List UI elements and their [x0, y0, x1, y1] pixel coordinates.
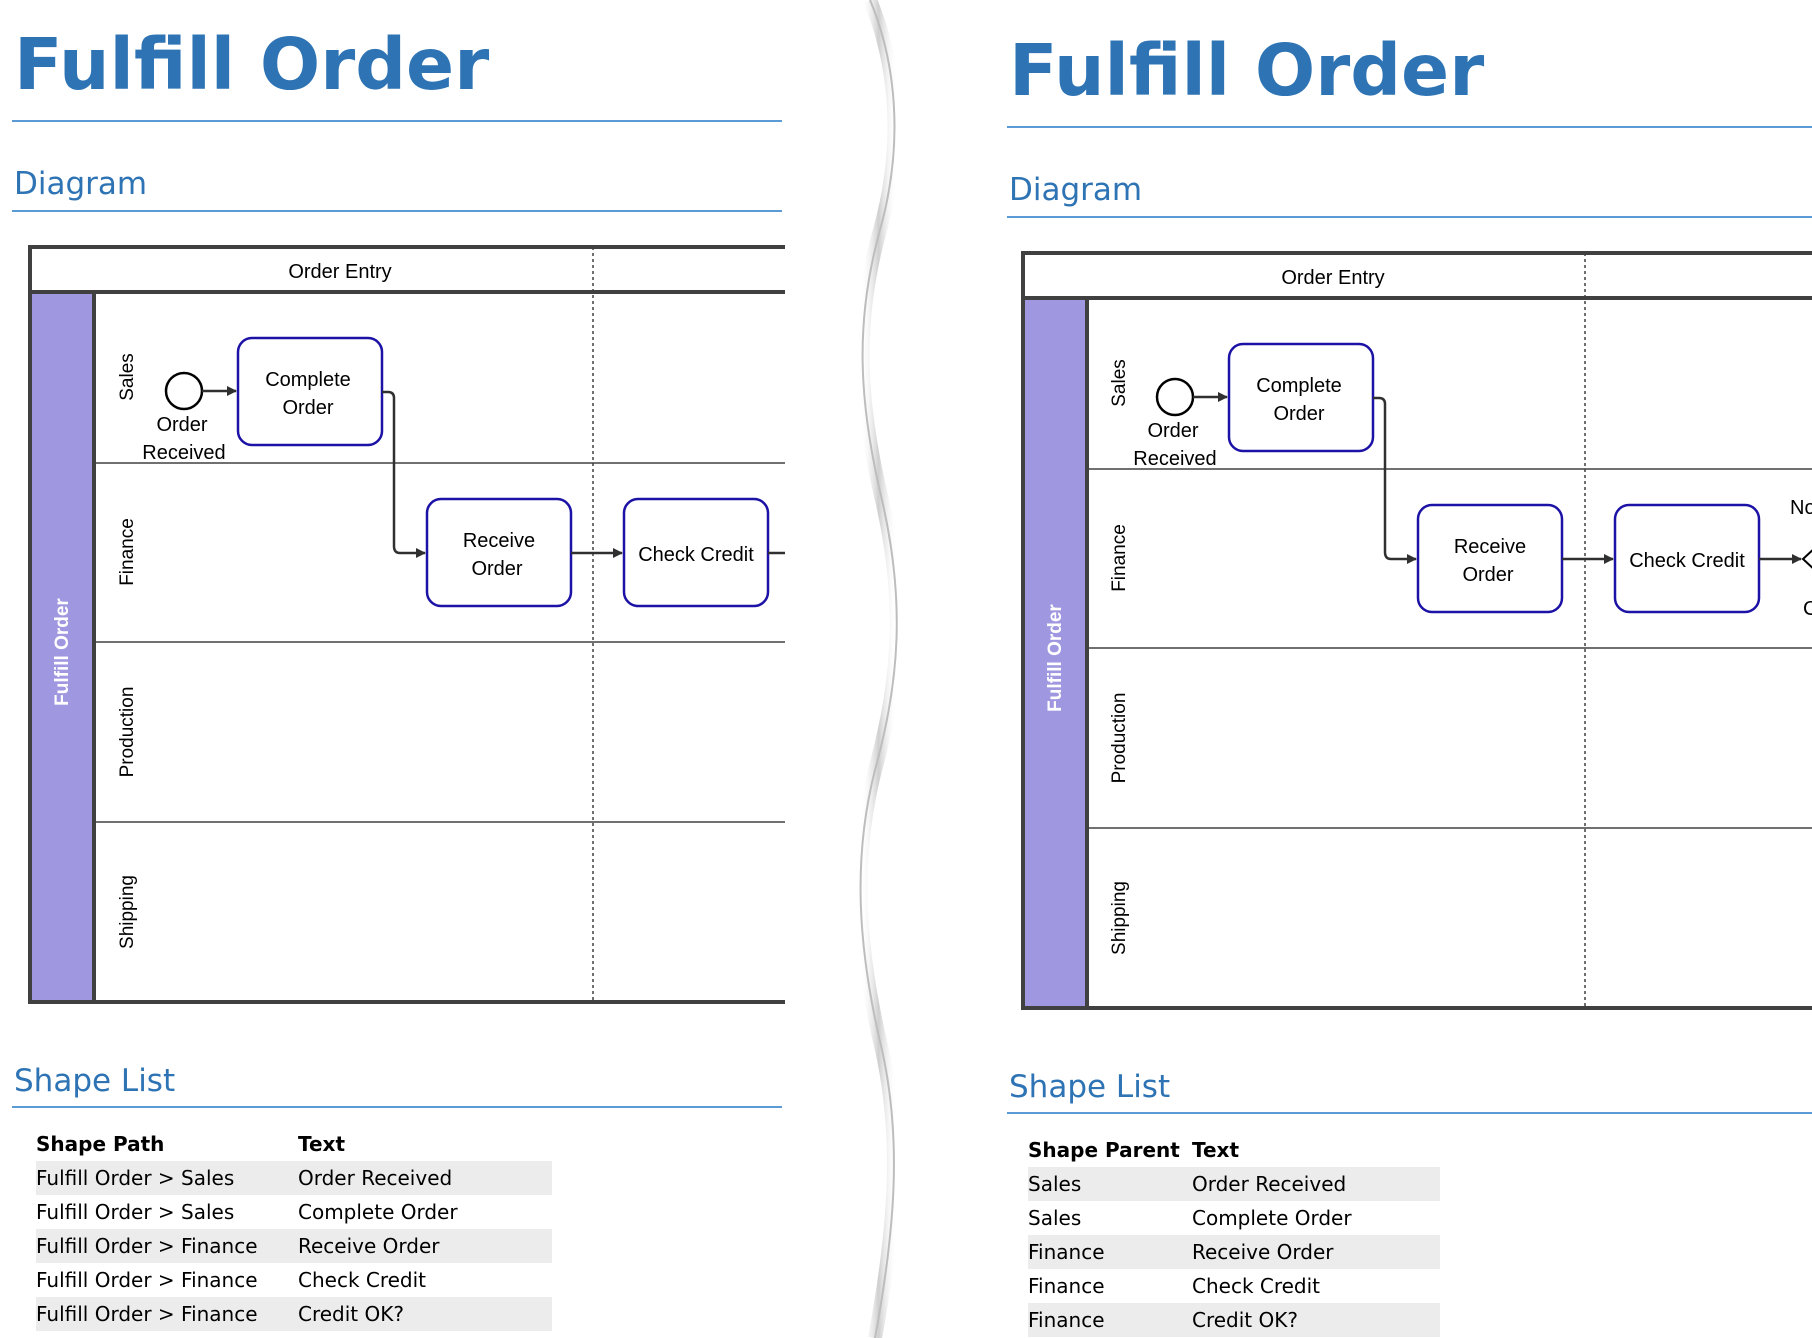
- header-text: Text: [298, 1132, 346, 1156]
- task-complete-order-line2: Order: [1273, 403, 1324, 425]
- task-complete-order-line1: Complete: [1256, 375, 1342, 397]
- pool-frame: [1021, 296, 1812, 1010]
- cell-text: Complete Order: [298, 1200, 458, 1224]
- cell-text: Complete Order: [1192, 1206, 1352, 1230]
- table-row: Fulfill Order > Finance Receive Order: [36, 1229, 552, 1263]
- task-receive-order-line1: Receive: [1454, 536, 1526, 558]
- lane-label-finance: Finance: [117, 518, 138, 586]
- swimlane-diagram: Order Entry Fulfill Order Sales Finance …: [995, 246, 1812, 1016]
- start-event-label-line2: Received: [1133, 448, 1216, 470]
- cell-shape-path: Fulfill Order > Sales: [36, 1200, 235, 1224]
- table-row: Finance Check Credit: [1028, 1269, 1440, 1303]
- start-event-order-received: [1155, 377, 1195, 417]
- diagram-heading-rule: [1007, 216, 1812, 218]
- page-title: Fulfill Order: [14, 23, 490, 106]
- task-receive-order: [425, 497, 573, 608]
- cell-text: Check Credit: [298, 1268, 427, 1292]
- table-row: Fulfill Order > Sales Complete Order: [36, 1195, 552, 1229]
- task-complete-order-line2: Order: [282, 397, 333, 419]
- table-header-row: Shape Parent Text: [1028, 1133, 1440, 1167]
- header-text: Text: [1192, 1138, 1240, 1162]
- left-page: Fulfill Order Diagram Order Entry Fulfil…: [0, 0, 785, 1338]
- cell-shape-path: Fulfill Order > Finance: [36, 1302, 258, 1326]
- pool-label: Fulfill Order: [1045, 604, 1066, 712]
- task-check-credit-label: Check Credit: [1629, 550, 1745, 572]
- diagram-heading: Diagram: [14, 166, 148, 202]
- task-receive-order-line2: Order: [1462, 564, 1513, 586]
- lane-label-production: Production: [117, 687, 138, 778]
- task-complete-order-line1: Complete: [265, 369, 351, 391]
- cell-text: Credit OK?: [298, 1302, 404, 1326]
- cell-text: Receive Order: [298, 1234, 440, 1258]
- cell-text: Order Received: [298, 1166, 453, 1190]
- cell-shape-path: Fulfill Order > Finance: [36, 1234, 258, 1258]
- table-row: Finance Receive Order: [1028, 1235, 1440, 1269]
- task-check-credit-label: Check Credit: [638, 544, 754, 566]
- cell-text: Credit OK?: [1192, 1308, 1298, 1332]
- task-receive-order-line2: Order: [471, 558, 522, 580]
- lane-label-production: Production: [1109, 693, 1130, 784]
- start-event-order-received: [164, 371, 204, 411]
- title-rule: [12, 120, 782, 122]
- cell-shape-parent: Sales: [1028, 1172, 1082, 1196]
- diagram-heading-rule: [12, 210, 782, 212]
- cell-text: Check Credit: [1192, 1274, 1321, 1298]
- task-receive-order: [1416, 503, 1564, 614]
- header-shape-path: Shape Path: [36, 1132, 165, 1156]
- table-row: Fulfill Order > Finance Check Credit: [36, 1263, 552, 1297]
- pool-frame: [28, 290, 785, 1004]
- phase-header: [28, 245, 785, 294]
- pool-band: [32, 294, 93, 1000]
- shape-list-heading-rule: [12, 1106, 782, 1108]
- shape-list-heading-rule: [1007, 1112, 1812, 1114]
- swimlane-diagram: Order Entry Fulfill Order Sales Finance …: [0, 240, 785, 1010]
- torn-page-divider: [853, 0, 904, 1338]
- lane-label-sales: Sales: [1109, 359, 1130, 407]
- right-page: Fulfill Order Diagram Order Entry Fulfil…: [995, 0, 1812, 1338]
- shape-list-heading: Shape List: [1009, 1069, 1171, 1105]
- cell-shape-parent: Finance: [1028, 1308, 1105, 1332]
- table-header-row: Shape Path Text: [36, 1127, 552, 1161]
- lane-label-sales: Sales: [117, 353, 138, 401]
- start-event-label-line1: Order: [1147, 420, 1198, 442]
- gateway-label-top: No: [1790, 497, 1812, 519]
- title-rule: [1007, 126, 1812, 128]
- task-complete-order: [1227, 342, 1375, 453]
- shape-list-table: Shape Path Text Fulfill Order > Sales Or…: [36, 1127, 552, 1331]
- cell-shape-parent: Finance: [1028, 1274, 1105, 1298]
- shape-list-table: Shape Parent Text Sales Order Received S…: [1028, 1133, 1440, 1337]
- diagram-heading: Diagram: [1009, 172, 1143, 208]
- phase-label: Order Entry: [288, 261, 391, 283]
- start-event-label-line1: Order: [156, 414, 207, 436]
- task-receive-order-line1: Receive: [463, 530, 535, 552]
- start-event-label-line2: Received: [142, 442, 225, 464]
- table-row: Fulfill Order > Finance Credit OK?: [36, 1297, 552, 1331]
- shape-list-heading: Shape List: [14, 1063, 176, 1099]
- lane-label-shipping: Shipping: [117, 875, 138, 949]
- phase-header: [1021, 251, 1812, 300]
- task-complete-order: [236, 336, 384, 447]
- cell-shape-path: Fulfill Order > Finance: [36, 1268, 258, 1292]
- header-shape-parent: Shape Parent: [1028, 1138, 1180, 1162]
- cell-shape-parent: Sales: [1028, 1206, 1082, 1230]
- phase-label: Order Entry: [1281, 267, 1384, 289]
- page-title: Fulfill Order: [1009, 29, 1485, 112]
- cell-shape-path: Fulfill Order > Sales: [36, 1166, 235, 1190]
- gateway-credit-ok: [1801, 549, 1812, 569]
- table-row: Fulfill Order > Sales Order Received: [36, 1161, 552, 1195]
- cell-text: Order Received: [1192, 1172, 1347, 1196]
- table-row: Finance Credit OK?: [1028, 1303, 1440, 1337]
- cell-text: Receive Order: [1192, 1240, 1334, 1264]
- table-row: Sales Complete Order: [1028, 1201, 1440, 1235]
- lane-label-finance: Finance: [1109, 524, 1130, 592]
- cell-shape-parent: Finance: [1028, 1240, 1105, 1264]
- gateway-label-bottom: C: [1803, 598, 1812, 620]
- pool-band: [1025, 300, 1086, 1006]
- lane-label-shipping: Shipping: [1109, 881, 1130, 955]
- table-row: Sales Order Received: [1028, 1167, 1440, 1201]
- pool-label: Fulfill Order: [52, 598, 73, 706]
